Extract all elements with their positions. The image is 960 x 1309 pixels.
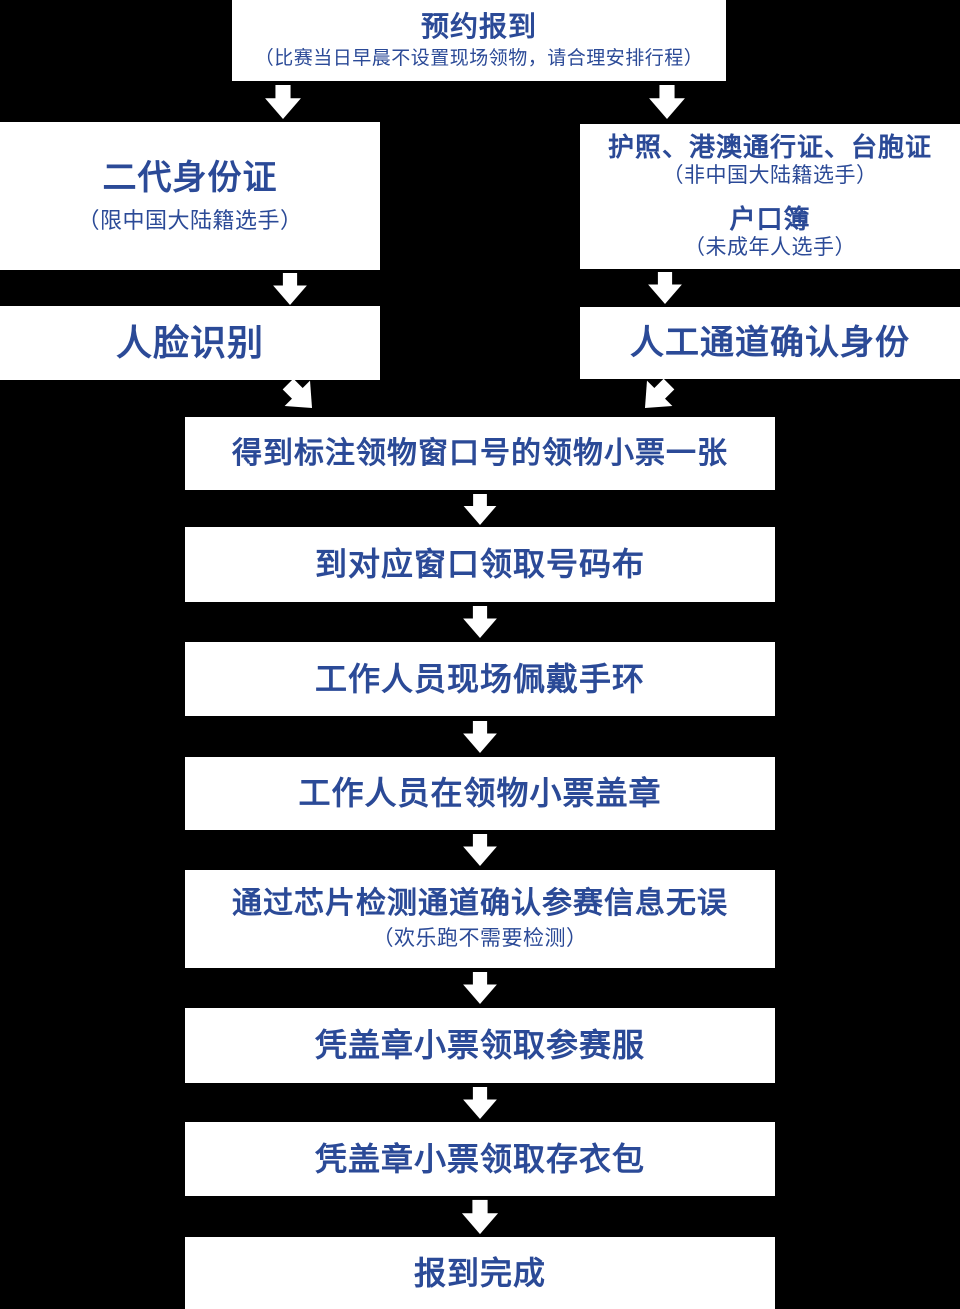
- face-recognition-title: 人脸识别: [115, 322, 264, 364]
- flow-step-stamp-ticket: 工作人员在领物小票盖章: [185, 757, 775, 830]
- step-title: 得到标注领物窗口号的领物小票一张: [232, 436, 728, 470]
- id-card-note: （限中国大陆籍选手）: [77, 207, 303, 233]
- flow-step-wristband: 工作人员现场佩戴手环: [185, 642, 775, 716]
- step-title: 报到完成: [413, 1254, 546, 1291]
- arrow-down-icon: [649, 85, 685, 119]
- arrow-down-icon: [463, 721, 497, 753]
- passport-title: 护照、港澳通行证、台胞证: [607, 132, 932, 163]
- flow-step-get-ticket: 得到标注领物窗口号的领物小票一张: [185, 417, 775, 490]
- flow-box-face-recognition: 人脸识别: [0, 306, 380, 380]
- passport-note: （非中国大陆籍选手）: [662, 164, 878, 188]
- flow-box-id-card: 二代身份证 （限中国大陆籍选手）: [0, 122, 380, 270]
- step-title: 凭盖章小票领取存衣包: [314, 1140, 645, 1177]
- flow-step-get-bag: 凭盖章小票领取存衣包: [185, 1122, 775, 1196]
- flow-step-get-shirt: 凭盖章小票领取参赛服: [185, 1008, 775, 1083]
- start-note: （比赛当日早晨不设置现场领物，请合理安排行程）: [254, 48, 704, 70]
- flow-box-passport: 护照、港澳通行证、台胞证 （非中国大陆籍选手） 户口簿 （未成年人选手）: [580, 124, 960, 269]
- start-title: 预约报到: [420, 10, 537, 42]
- step-title: 通过芯片检测通道确认参赛信息无误: [232, 886, 728, 920]
- step-title: 到对应窗口领取号码布: [314, 546, 645, 583]
- arrow-down-icon: [463, 606, 497, 638]
- arrow-down-icon: [273, 273, 307, 305]
- step-title: 工作人员现场佩戴手环: [314, 660, 645, 697]
- flow-step-chip-check: 通过芯片检测通道确认参赛信息无误 （欢乐跑不需要检测）: [185, 870, 775, 968]
- arrow-down-icon: [648, 272, 682, 304]
- arrow-down-right-icon: [282, 378, 313, 409]
- flow-box-manual-channel: 人工通道确认身份: [580, 307, 960, 379]
- arrow-down-left-icon: [644, 378, 675, 409]
- arrow-down-icon: [463, 834, 497, 866]
- flow-step-get-bib: 到对应窗口领取号码布: [185, 527, 775, 602]
- step-note: （欢乐跑不需要检测）: [372, 926, 588, 950]
- step-title: 凭盖章小票领取参赛服: [314, 1027, 645, 1064]
- arrow-down-icon: [265, 85, 301, 119]
- arrow-down-icon: [463, 972, 497, 1004]
- arrow-down-icon: [463, 494, 497, 525]
- manual-channel-title: 人工通道确认身份: [630, 323, 910, 362]
- flow-box-start: 预约报到 （比赛当日早晨不设置现场领物，请合理安排行程）: [232, 0, 726, 81]
- arrow-down-icon: [461, 1199, 499, 1235]
- household-register-note: （未成年人选手）: [684, 235, 856, 259]
- step-title: 工作人员在领物小票盖章: [298, 775, 662, 812]
- arrow-down-icon: [463, 1087, 497, 1119]
- id-card-title: 二代身份证: [102, 158, 278, 197]
- household-register-title: 户口簿: [729, 203, 811, 234]
- flow-step-complete: 报到完成: [185, 1237, 775, 1309]
